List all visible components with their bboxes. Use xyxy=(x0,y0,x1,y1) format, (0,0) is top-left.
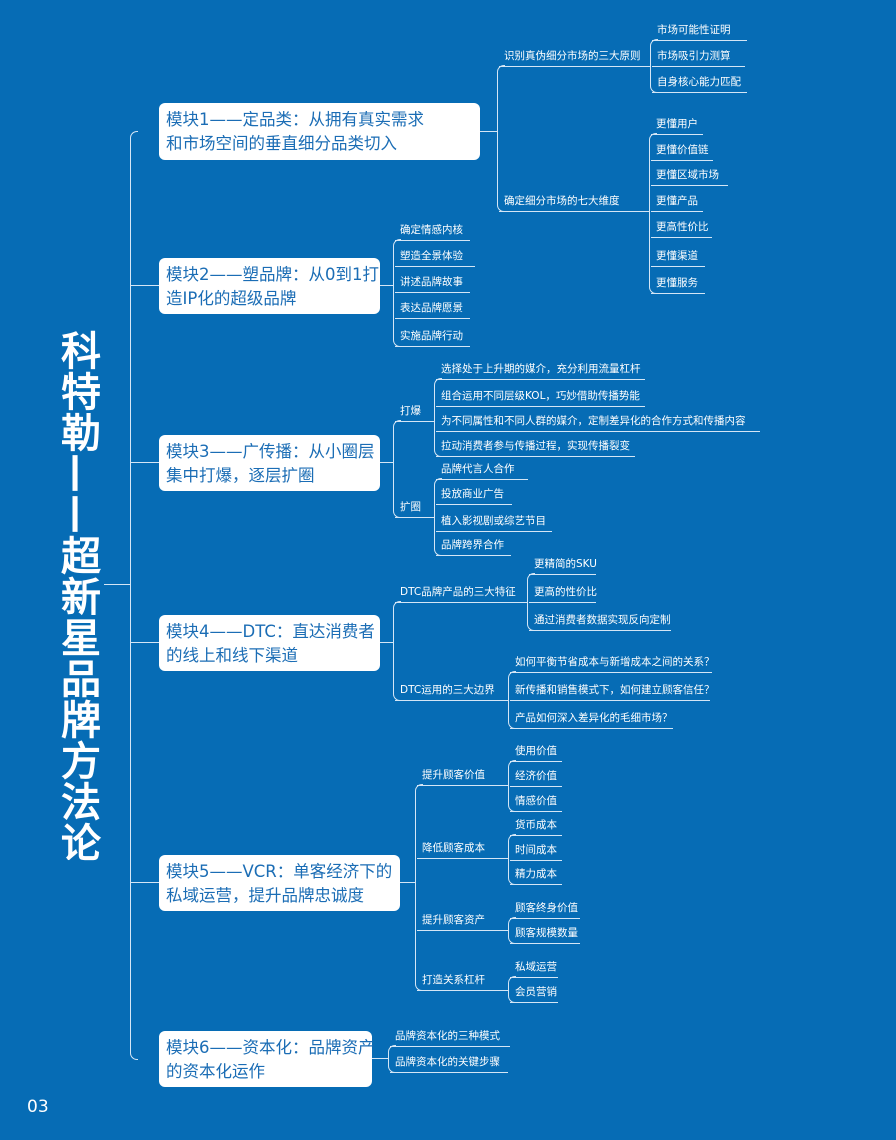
connector-line xyxy=(130,462,159,463)
connector-line xyxy=(400,882,415,883)
leaf-node[interactable]: 使用价值 xyxy=(510,744,562,762)
leaf-node[interactable]: 更懂价值链 xyxy=(651,143,713,161)
page-number: 03 xyxy=(27,1097,49,1117)
leaf-node[interactable]: 通过消费者数据实现反向定制 xyxy=(529,613,671,631)
module-label-line: 造IP化的超级品牌 xyxy=(166,289,297,308)
leaf-node[interactable]: 经济价值 xyxy=(510,769,562,787)
module-3-box[interactable]: 模块3——广传播：从小圈层集中打爆，逐层扩圈 xyxy=(159,435,380,491)
leaf-node[interactable]: 自身核心能力匹配 xyxy=(652,75,747,93)
leaf-node[interactable]: 植入影视剧或综艺节目 xyxy=(436,514,552,532)
leaf-node[interactable]: 如何平衡节省成本与新增成本之间的关系？ xyxy=(510,655,715,673)
branch-node[interactable]: DTC品牌产品的三大特征 xyxy=(395,585,527,603)
leaf-node[interactable]: 为不同属性和不同人群的媒介，定制差异化的合作方式和传播内容 xyxy=(436,414,760,432)
leaf-node[interactable]: 更高的性价比 xyxy=(529,585,597,603)
connector-line xyxy=(104,584,130,585)
connector-line xyxy=(380,642,393,643)
connector-line xyxy=(130,642,159,643)
leaf-node[interactable]: 投放商业广告 xyxy=(436,487,512,505)
leaf-node[interactable]: 市场可能性证明 xyxy=(652,23,747,41)
leaf-node[interactable]: 更懂渠道 xyxy=(651,249,705,267)
branch-node[interactable]: 识别真伪细分市场的三大原则 xyxy=(499,49,650,67)
leaf-node[interactable]: 更高性价比 xyxy=(651,220,712,238)
branch-node[interactable]: 提升顾客价值 xyxy=(417,768,508,786)
module-label-line: 集中打爆，逐层扩圈 xyxy=(166,466,315,485)
module-4-box[interactable]: 模块4——DTC：直达消费者的线上和线下渠道 xyxy=(159,615,380,671)
branch-node[interactable]: 扩圈 xyxy=(395,500,434,518)
page-title: 科特勒——超新星品牌方法论 xyxy=(54,329,100,863)
branch-node[interactable]: DTC运用的三大边界 xyxy=(395,683,508,701)
leaf-node[interactable]: 新传播和销售模式下，如何建立顾客信任？ xyxy=(510,683,715,701)
module-label-line: 模块6——资本化：品牌资产 xyxy=(166,1038,375,1057)
branch-node[interactable]: 塑造全景体验 xyxy=(395,249,475,267)
leaf-node[interactable]: 私域运营 xyxy=(510,960,558,978)
branch-connector xyxy=(497,65,505,212)
branch-node[interactable]: 品牌资本化的三种模式 xyxy=(390,1029,510,1047)
branch-node[interactable]: 表达品牌愿景 xyxy=(395,301,470,319)
connector-line xyxy=(380,285,393,286)
leaf-node[interactable]: 选择处于上升期的媒介，充分利用流量杠杆 xyxy=(436,362,645,380)
connector-line xyxy=(480,131,497,132)
leaf-node[interactable]: 更懂服务 xyxy=(651,276,705,294)
module-2-box[interactable]: 模块2——塑品牌：从0到1打造IP化的超级品牌 xyxy=(159,258,380,314)
connector-line xyxy=(130,882,159,883)
connector-line xyxy=(372,1058,388,1059)
leaf-node[interactable]: 更懂区域市场 xyxy=(651,168,728,186)
leaf-node[interactable]: 组合运用不同层级KOL，巧妙借助传播势能 xyxy=(436,389,645,407)
leaf-node[interactable]: 产品如何深入差异化的毛细市场？ xyxy=(510,711,673,729)
leaf-node[interactable]: 会员营销 xyxy=(510,985,558,1003)
module-label-line: 模块5——VCR：单客经济下的 xyxy=(166,862,393,881)
branch-node[interactable]: 提升顾客资产 xyxy=(417,913,508,931)
branch-node[interactable]: 打造关系杠杆 xyxy=(417,973,508,991)
leaf-node[interactable]: 市场吸引力测算 xyxy=(652,49,745,67)
leaf-node[interactable]: 更精简的SKU xyxy=(529,557,597,575)
branch-node[interactable]: 讲述品牌故事 xyxy=(395,275,470,293)
connector-line xyxy=(130,285,159,286)
leaf-node[interactable]: 更懂用户 xyxy=(651,117,703,135)
branch-node[interactable]: 打爆 xyxy=(395,404,434,422)
leaf-node[interactable]: 拉动消费者参与传播过程，实现传播裂变 xyxy=(436,439,635,457)
module-label-line: 模块2——塑品牌：从0到1打 xyxy=(166,265,379,284)
branch-node[interactable]: 确定细分市场的七大维度 xyxy=(499,194,650,212)
leaf-node[interactable]: 精力成本 xyxy=(510,867,562,885)
branch-node[interactable]: 确定情感内核 xyxy=(395,223,470,241)
leaf-node[interactable]: 品牌代言人合作 xyxy=(436,462,528,480)
branch-node[interactable]: 降低顾客成本 xyxy=(417,841,508,859)
module-label-line: 和市场空间的垂直细分品类切入 xyxy=(166,134,397,153)
leaf-node[interactable]: 更懂产品 xyxy=(651,194,703,212)
branch-connector xyxy=(415,784,423,991)
leaf-node[interactable]: 货币成本 xyxy=(510,818,562,836)
module-1-box[interactable]: 模块1——定品类：从拥有真实需求和市场空间的垂直细分品类切入 xyxy=(159,103,480,160)
module-label-line: 模块4——DTC：直达消费者 xyxy=(166,622,375,641)
leaf-node[interactable]: 情感价值 xyxy=(510,794,562,812)
module-6-box[interactable]: 模块6——资本化：品牌资产的资本化运作 xyxy=(159,1031,375,1087)
branch-node[interactable]: 品牌资本化的关键步骤 xyxy=(390,1055,508,1073)
leaf-node[interactable]: 顾客终身价值 xyxy=(510,901,580,919)
leaf-node[interactable]: 顾客规模数量 xyxy=(510,926,580,944)
module-label-line: 的线上和线下渠道 xyxy=(166,646,298,665)
connector-line xyxy=(380,462,393,463)
leaf-node[interactable]: 品牌跨界合作 xyxy=(436,538,511,556)
branch-connector xyxy=(130,131,138,1060)
module-label-line: 私域运营，提升品牌忠诚度 xyxy=(166,886,364,905)
module-label-line: 模块1——定品类：从拥有真实需求 xyxy=(166,110,424,129)
module-label-line: 的资本化运作 xyxy=(166,1062,265,1081)
branch-node[interactable]: 实施品牌行动 xyxy=(395,329,470,347)
leaf-node[interactable]: 时间成本 xyxy=(510,843,562,861)
module-label-line: 模块3——广传播：从小圈层 xyxy=(166,442,375,461)
module-5-box[interactable]: 模块5——VCR：单客经济下的私域运营，提升品牌忠诚度 xyxy=(159,855,400,911)
